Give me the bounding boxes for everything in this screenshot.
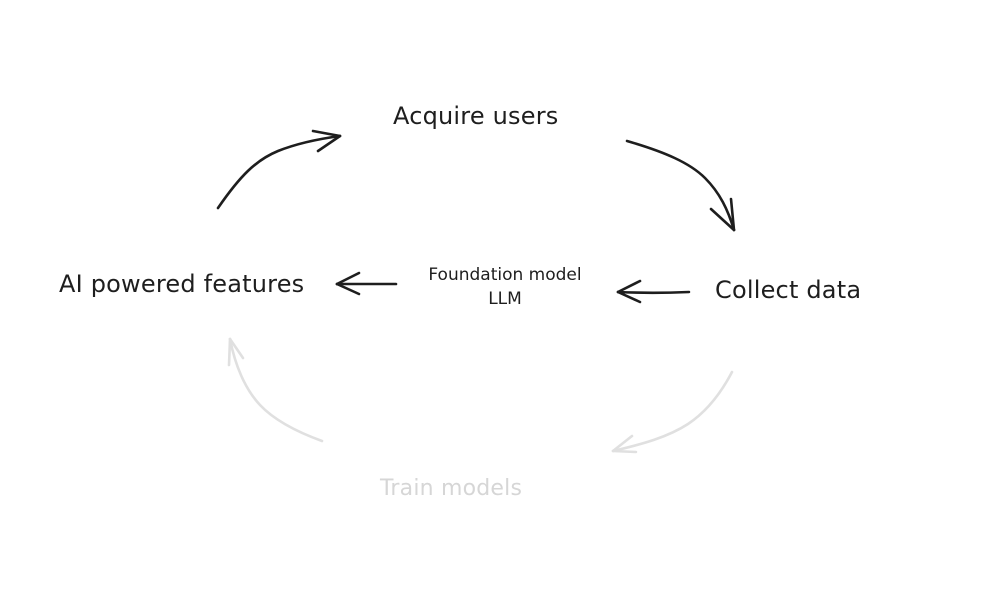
arrow-acquire-to-collect [625, 139, 736, 232]
node-train-models: Train models [380, 476, 523, 501]
node-ai-powered-features: AI powered features [59, 270, 305, 298]
node-foundation-model: Foundation model LLM [410, 263, 600, 311]
node-collect-data: Collect data [715, 276, 862, 304]
arrow-collect-to-foundation [616, 279, 691, 304]
arrow-collect-to-train [611, 370, 734, 454]
node-acquire-users: Acquire users [393, 102, 559, 130]
arrow-train-to-features [227, 337, 324, 443]
arrow-foundation-to-features [335, 271, 398, 296]
node-foundation-model-line-2: LLM [488, 289, 522, 309]
node-foundation-model-line-1: Foundation model [428, 265, 582, 285]
arrow-features-to-acquire [216, 129, 342, 210]
